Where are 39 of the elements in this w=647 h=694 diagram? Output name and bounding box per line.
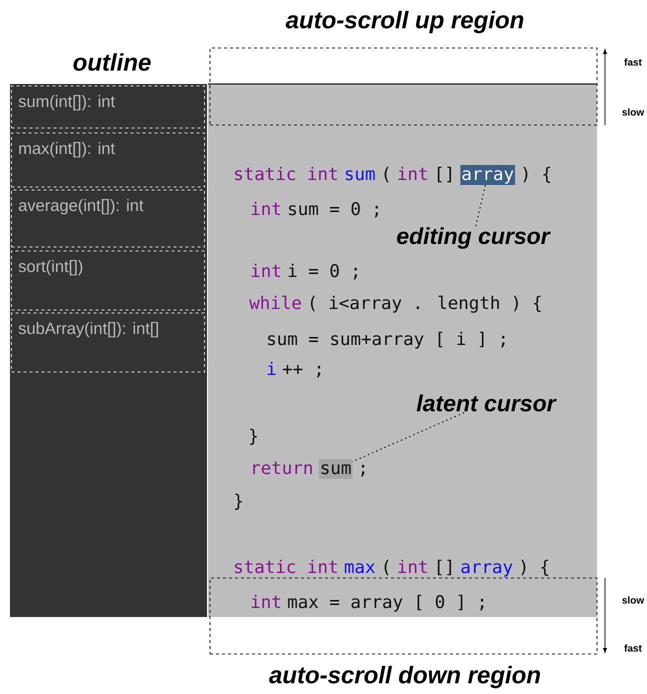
speed-label: fast [624,58,642,66]
outline-item: sum(int[]): int [11,86,205,128]
leader-line [475,184,486,227]
code-text: i = 0 ; [288,264,357,280]
code-text: sum [346,170,375,180]
code-text: ++ ; [282,365,320,378]
code-text: ( [384,166,389,182]
code-text: sum = sum+array [ i ] ; [268,332,504,349]
highlighted-code: array [460,165,516,185]
code-text: int [252,264,280,277]
speed-label: slow [622,596,644,604]
code-text: max = array [ 0 ] ; [288,594,484,612]
scroll-region: auto-scroll up region [210,10,598,126]
code-text: int [398,166,427,180]
highlighted-code: sum [318,459,352,479]
code-text: i [268,362,276,375]
outline-item: subArray(int[]): int[] [11,312,205,372]
leader-line [352,412,465,462]
outline-item: average(int[]): int [11,190,205,248]
outline-item: max(int[]): int [11,132,205,188]
code-text: while [249,296,301,310]
code-text: ; [361,464,364,476]
code-text: int [252,202,280,215]
code-text: } [235,494,242,510]
cursor-caption: editing cursor [397,227,551,249]
code-text: int [252,594,280,608]
code-text: ) { [523,166,550,183]
code-text: } [250,428,257,445]
code-text: static int [235,166,337,180]
outline-item: sort(int[]) [11,250,205,310]
speed-label: fast [624,644,642,652]
code-text: [] [438,166,452,182]
code-text: ( i<array . length ) { [310,296,541,313]
node-label: outline [73,53,151,71]
code-text: sum = 0 ; [289,202,378,218]
node-label: auto-scroll up region [286,10,524,34]
node-label: auto-scroll down region [269,666,540,688]
cursor-caption: latent cursor [416,394,557,412]
speed-label: slow [622,108,644,116]
